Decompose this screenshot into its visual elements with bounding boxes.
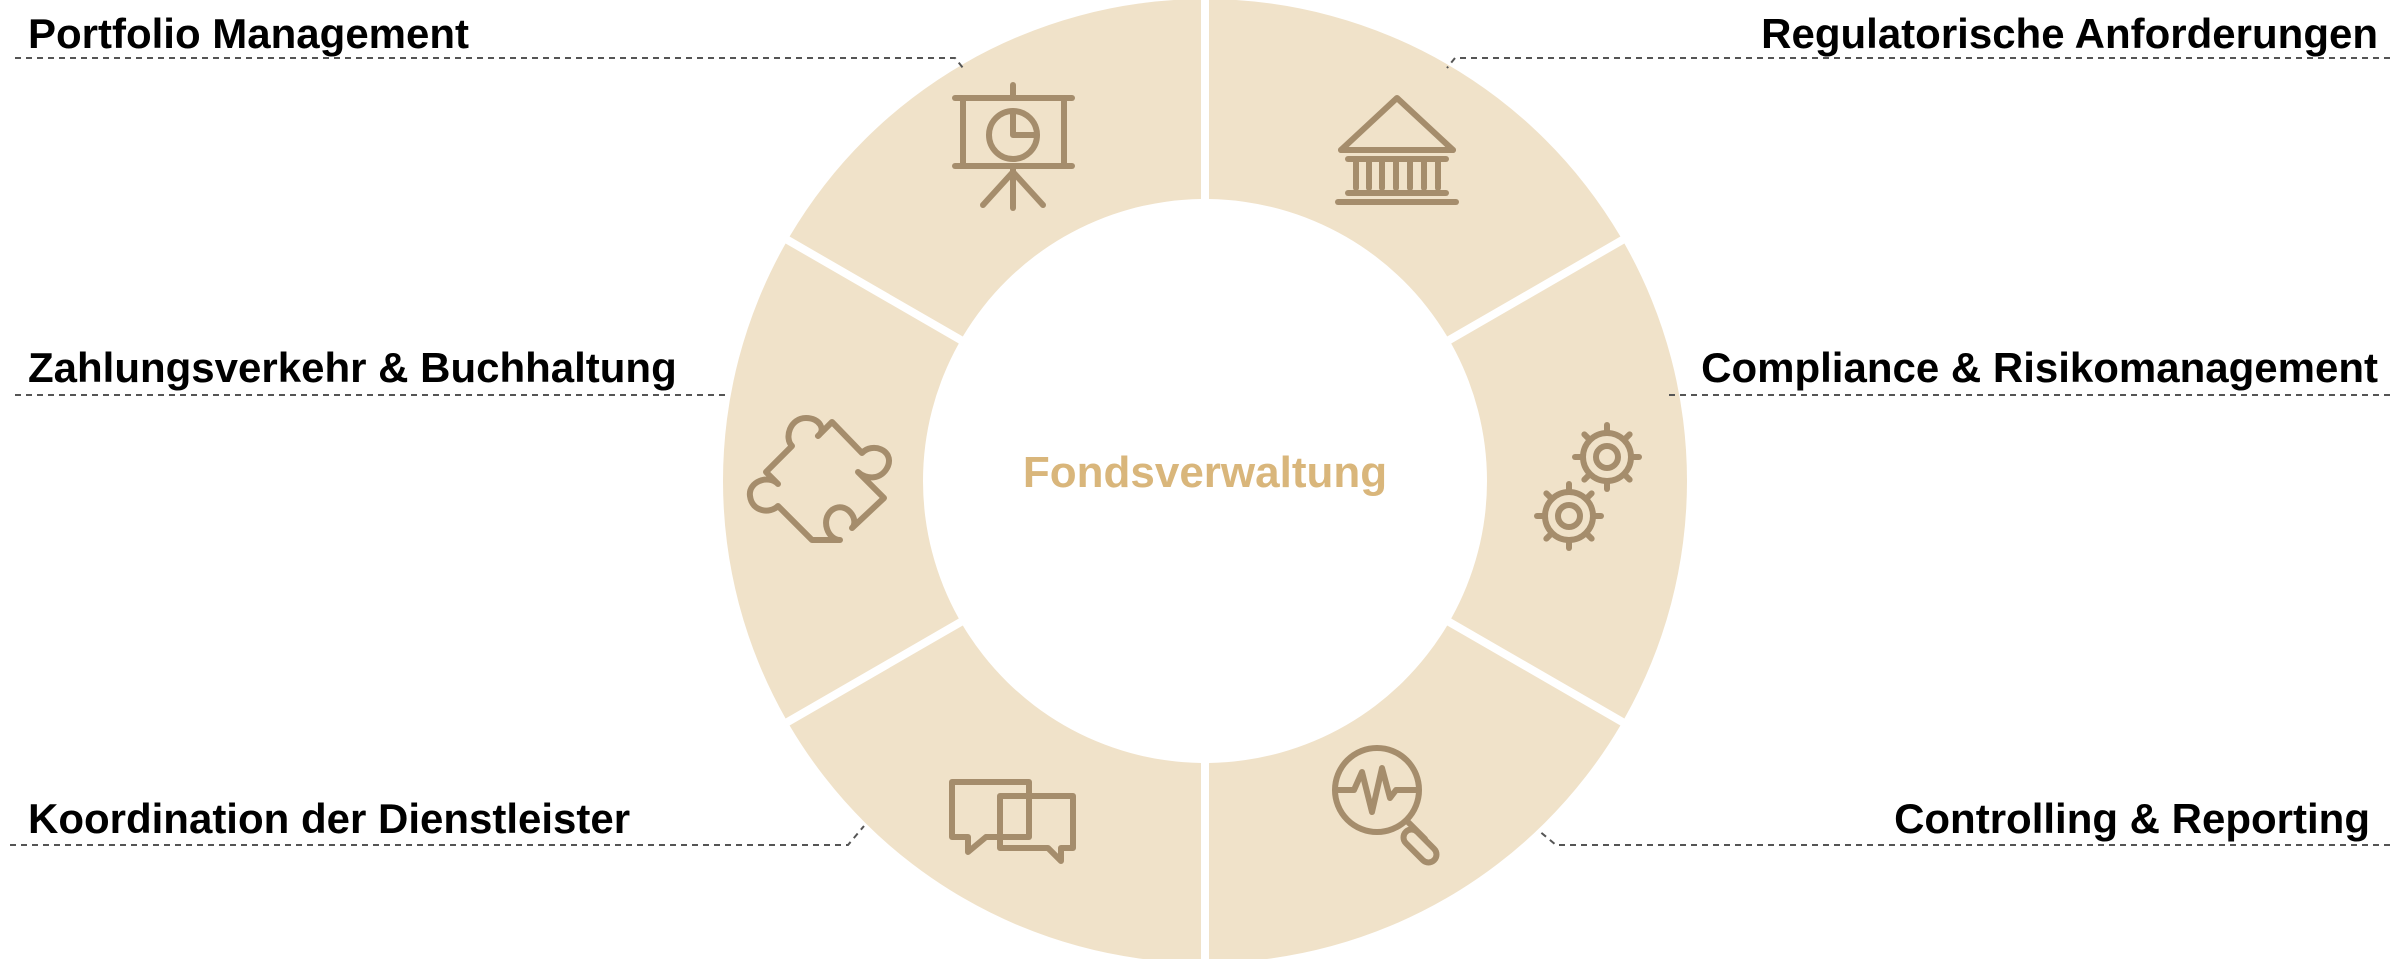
chat-bubbles-icon (949, 779, 1076, 864)
label-koordination-dienstleister: Koordination der Dienstleister (28, 795, 630, 842)
gear-tooth (1581, 470, 1594, 483)
label-zahlungsverkehr-buchhaltung: Zahlungsverkehr & Buchhaltung (28, 344, 677, 391)
gear-tooth (1581, 431, 1594, 444)
gear-tooth (1582, 490, 1595, 503)
gear-tooth (1620, 470, 1633, 483)
gear-tooth (1582, 529, 1595, 542)
leader-line-koordination-dienstleister (10, 825, 865, 846)
segment-koordination-dienstleister (789, 625, 1201, 959)
leader-line-portfolio-management (15, 57, 964, 69)
leader-line-controlling-reporting (1537, 829, 2390, 846)
segment-compliance-risikomanagement (1451, 243, 1688, 719)
label-portfolio-management: Portfolio Management (28, 10, 469, 57)
label-controlling-reporting: Controlling & Reporting (1894, 795, 2370, 842)
gear-tooth (1620, 431, 1633, 444)
segment-regulatorische-anforderungen (1209, 0, 1621, 337)
bank-building-icon (1335, 95, 1459, 205)
label-regulatorische-anforderungen: Regulatorische Anforderungen (1761, 10, 2378, 57)
gear-tooth (1543, 529, 1556, 542)
leader-line-regulatorische-anforderungen (1446, 57, 2390, 69)
magnifier-pulse-icon (1332, 745, 1440, 866)
leader-lines (10, 57, 2390, 846)
gear-teeth (1534, 422, 1642, 551)
label-compliance-risikomanagement: Compliance & Risikomanagement (1701, 344, 2378, 391)
presentation-board-icon (952, 82, 1075, 211)
segment-zahlungsverkehr-buchhaltung (723, 243, 959, 719)
gear-tooth (1543, 490, 1556, 503)
gears-icon (1534, 422, 1642, 551)
center-title: Fondsverwaltung (1023, 448, 1387, 497)
puzzle-piece-icon (746, 415, 892, 543)
